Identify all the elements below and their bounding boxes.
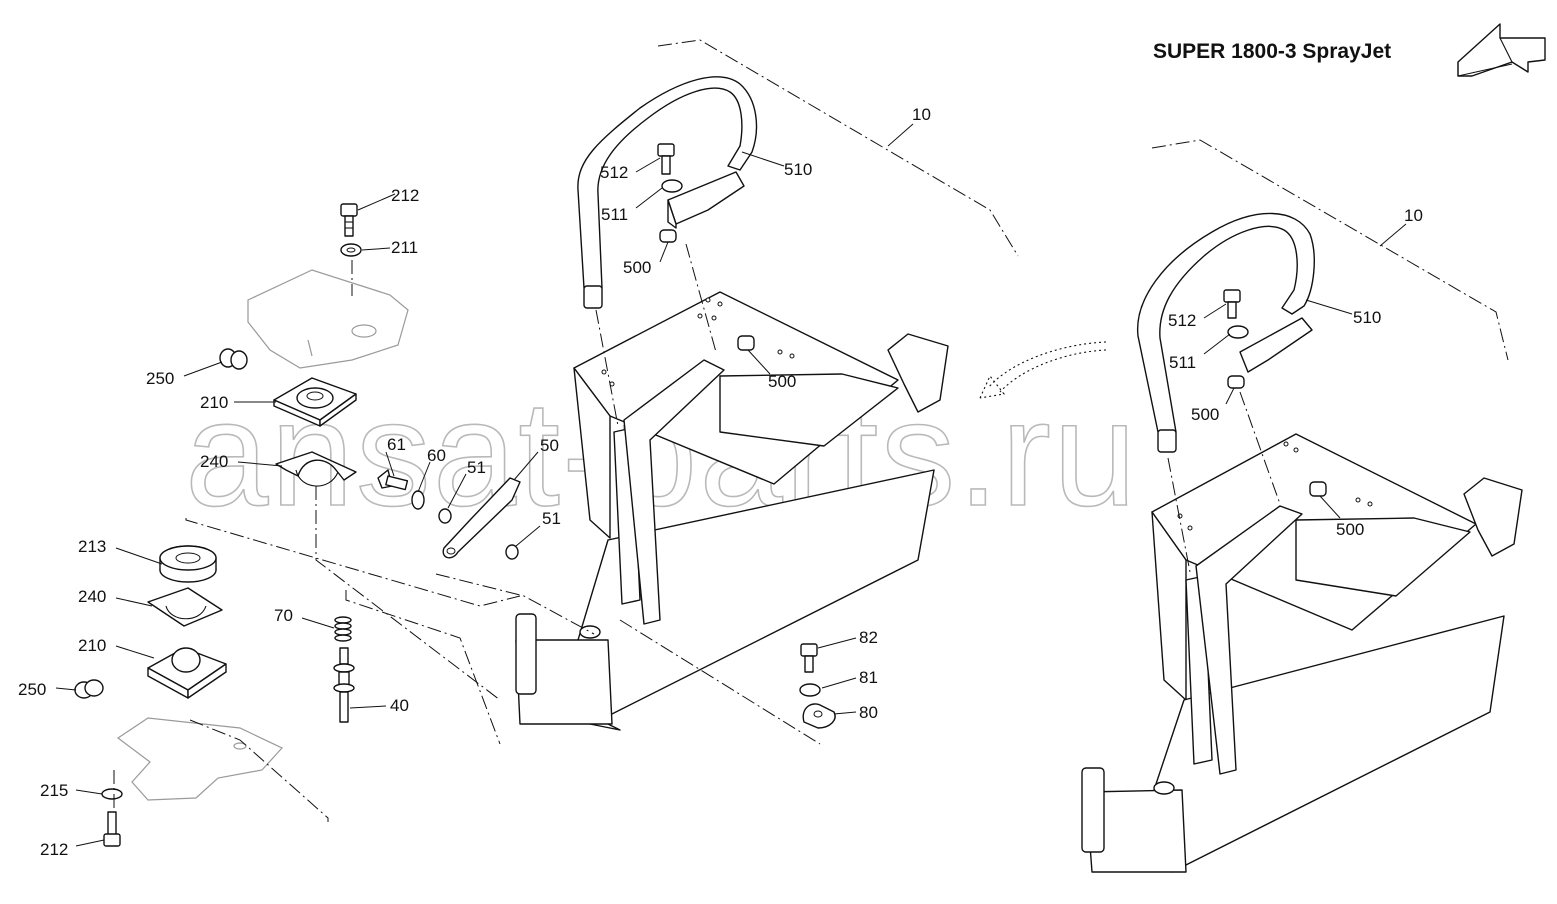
washer-81 xyxy=(799,683,821,697)
callout-500-tank-right: 500 xyxy=(1336,520,1364,539)
callout-80: 80 xyxy=(859,703,878,722)
callout-512-middle: 512 xyxy=(600,163,628,182)
callout-40: 40 xyxy=(390,696,409,715)
bushing-250-upper xyxy=(219,348,248,370)
callout-51-upper: 51 xyxy=(467,458,486,477)
callout-212-bottom: 212 xyxy=(40,840,68,859)
washer-51-lower xyxy=(505,544,519,560)
axis-line-upper xyxy=(315,486,501,701)
callout-215: 215 xyxy=(40,781,68,800)
callout-61: 61 xyxy=(387,435,406,454)
bolt-212-top xyxy=(340,203,358,237)
axis-line-handle-right xyxy=(1167,457,1191,573)
callout-510-right: 510 xyxy=(1353,308,1381,327)
callout-82: 82 xyxy=(859,628,878,647)
callout-10-left: 10 xyxy=(912,105,931,124)
callout-250-lower: 250 xyxy=(18,680,46,699)
washer-51-upper xyxy=(438,508,452,524)
right-frame-assembly xyxy=(1081,212,1523,873)
callout-10-right: 10 xyxy=(1404,206,1423,225)
arrow-icon xyxy=(1457,23,1546,77)
callout-512-right: 512 xyxy=(1168,311,1196,330)
retainer-240-lower xyxy=(147,587,223,627)
callout-210-lower: 210 xyxy=(78,636,106,655)
callout-500-tank-middle: 500 xyxy=(768,372,796,391)
callout-81: 81 xyxy=(859,668,878,687)
callout-500-handle-middle: 500 xyxy=(623,258,651,277)
washer-215 xyxy=(101,788,123,800)
callout-51-lower: 51 xyxy=(542,509,561,528)
callout-240-upper: 240 xyxy=(200,452,228,471)
callout-510-middle: 510 xyxy=(784,160,812,179)
axis-line-lever xyxy=(435,573,595,635)
callout-70: 70 xyxy=(274,606,293,625)
diagram-title: SUPER 1800-3 SprayJet xyxy=(1153,40,1391,63)
axis-line-left xyxy=(185,518,521,607)
callout-511-right: 511 xyxy=(1169,353,1196,372)
callout-60: 60 xyxy=(427,446,446,465)
group-line-10-right xyxy=(1151,139,1509,361)
axis-line-pin xyxy=(345,590,501,745)
callout-500-handle-right: 500 xyxy=(1191,405,1219,424)
callout-240-lower: 240 xyxy=(78,587,106,606)
bushing-250-lower xyxy=(74,679,104,699)
callout-511-middle: 511 xyxy=(601,205,628,224)
lever-50 xyxy=(442,477,521,559)
bolt-61 xyxy=(377,469,409,491)
bolt-82 xyxy=(800,643,818,673)
callout-213: 213 xyxy=(78,537,106,556)
axis-line-handle-right-2 xyxy=(1239,391,1281,505)
bearing-213 xyxy=(159,545,217,583)
group-line-10-left xyxy=(657,39,1019,257)
bearing-housing-210-upper xyxy=(273,377,357,427)
callout-250-upper: 250 xyxy=(146,369,174,388)
assembly-direction-arrow xyxy=(979,341,1107,399)
axis-line-handle-left xyxy=(595,309,619,427)
washer-60 xyxy=(411,490,425,510)
callout-212-top: 212 xyxy=(391,186,419,205)
axis-line-clip xyxy=(619,619,821,745)
leader-lines xyxy=(55,123,1407,847)
lower-mounting-plate xyxy=(116,717,283,801)
upper-mounting-plate xyxy=(247,269,409,369)
callout-211: 211 xyxy=(391,238,418,257)
pin-40 xyxy=(333,647,355,723)
axis-line-handle-middle xyxy=(685,243,717,353)
middle-frame-assembly xyxy=(515,76,949,731)
callout-210-upper: 210 xyxy=(200,393,228,412)
callout-50: 50 xyxy=(540,436,559,455)
bearing-housing-210-lower xyxy=(147,647,227,699)
axis-line-lower xyxy=(189,719,329,822)
bolt-212-bottom xyxy=(103,811,121,847)
retainer-240-upper xyxy=(275,451,357,487)
spring-70 xyxy=(334,616,352,642)
clip-80 xyxy=(802,703,836,729)
